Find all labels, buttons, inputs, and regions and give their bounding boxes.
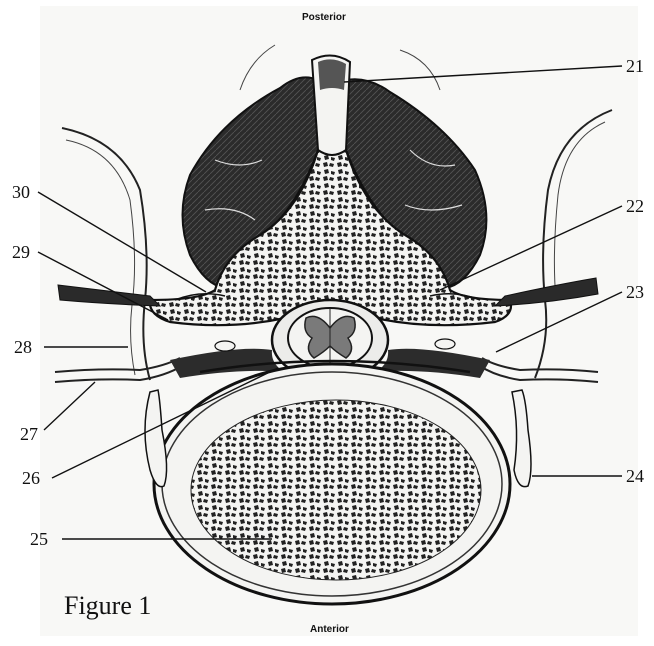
callout-26: 26 [22,469,40,487]
cancellous-bone [191,400,481,580]
callout-27: 27 [20,425,38,443]
callout-28: 28 [14,338,32,356]
callout-25: 25 [30,530,48,548]
callout-21: 21 [626,57,644,75]
orientation-anterior-label: Anterior [310,624,349,636]
figure-caption: Figure 1 [64,592,151,620]
orientation-posterior-label: Posterior [302,12,346,24]
callout-30: 30 [12,183,30,201]
callout-29: 29 [12,243,30,261]
callout-23: 23 [626,283,644,301]
callout-22: 22 [626,197,644,215]
callout-24: 24 [626,467,644,485]
